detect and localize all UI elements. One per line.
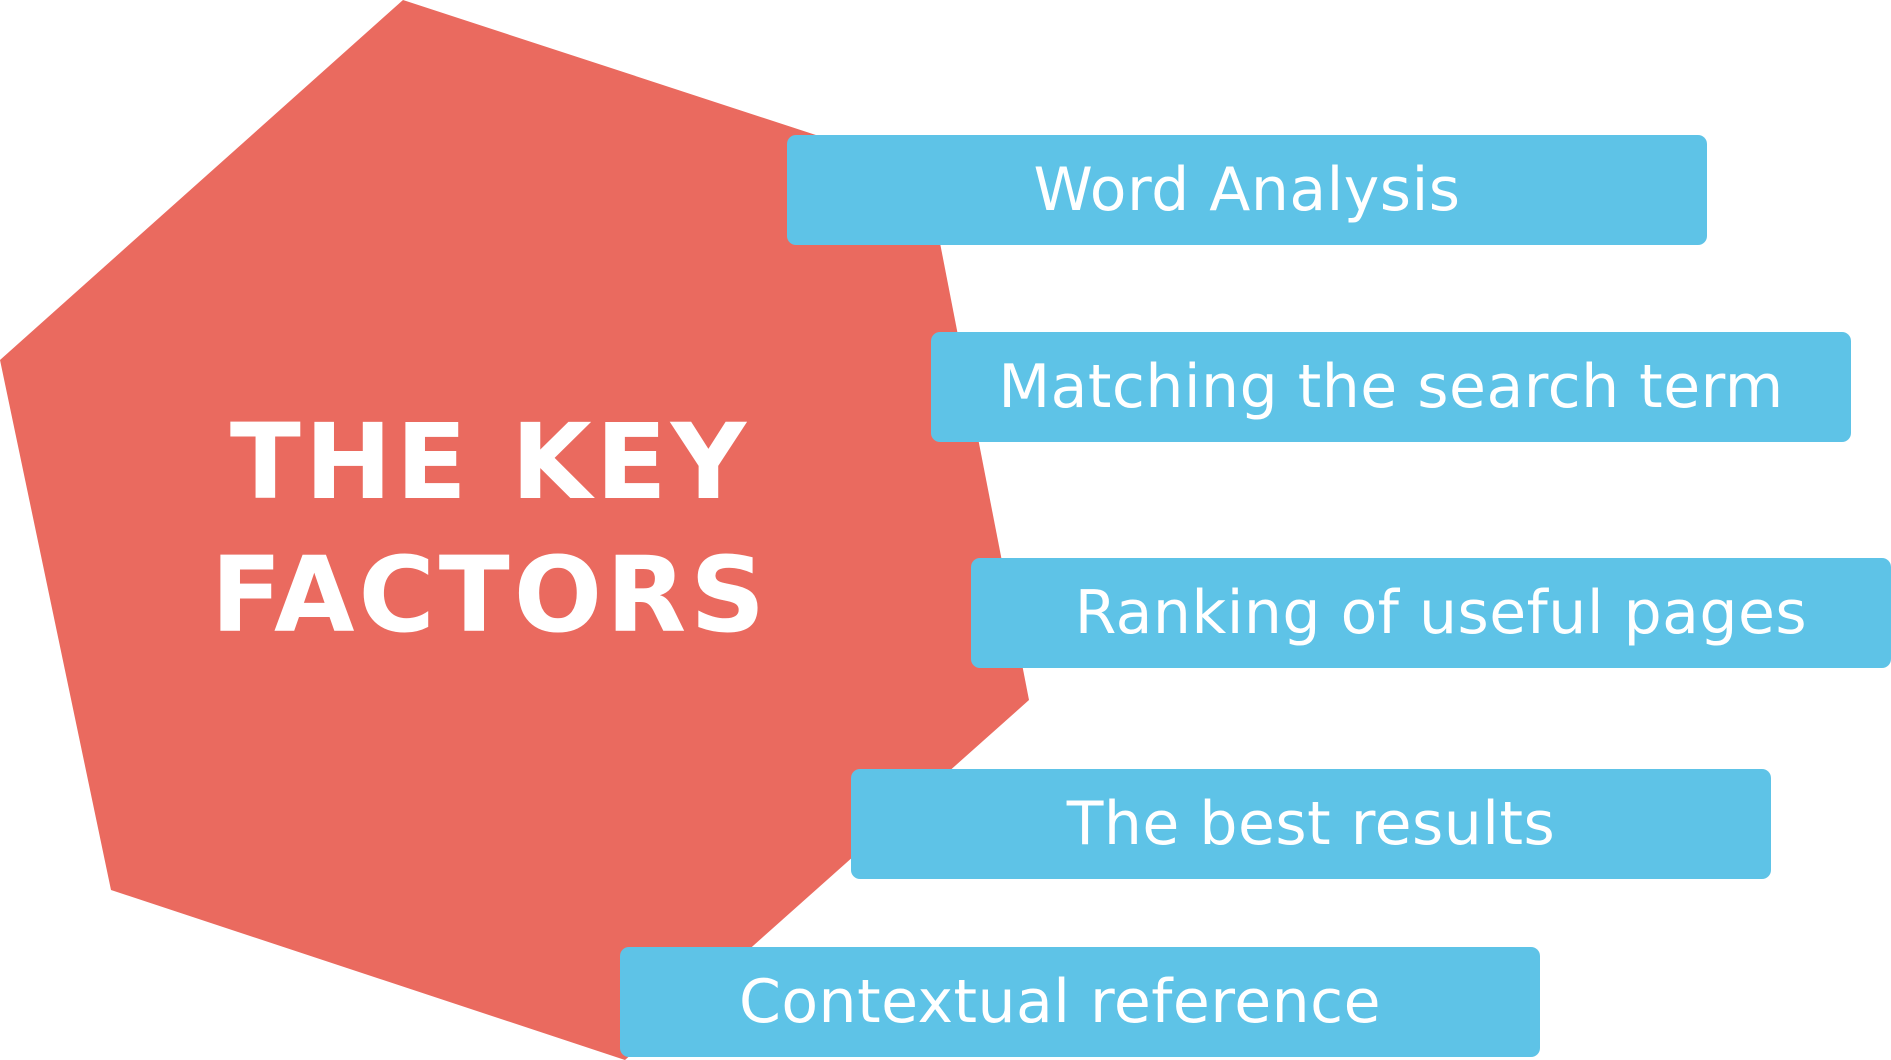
hexagon-polygon <box>0 0 1029 1060</box>
factor-box-matching-search-term: Matching the search term <box>931 332 1851 442</box>
factor-label: Matching the search term <box>998 352 1784 422</box>
factor-label: The best results <box>1066 789 1556 859</box>
factor-box-ranking-useful-pages: Ranking of useful pages <box>971 558 1891 668</box>
factor-box-word-analysis: Word Analysis <box>787 135 1707 245</box>
factor-label: Contextual reference <box>738 967 1382 1037</box>
factor-label: Word Analysis <box>1033 155 1461 225</box>
factor-box-contextual-reference: Contextual reference <box>620 947 1540 1057</box>
title-line-2: FACTORS <box>210 534 770 656</box>
title-line-1: THE KEY <box>229 401 751 523</box>
factor-box-best-results: The best results <box>851 769 1771 879</box>
factor-label: Ranking of useful pages <box>1074 578 1808 648</box>
